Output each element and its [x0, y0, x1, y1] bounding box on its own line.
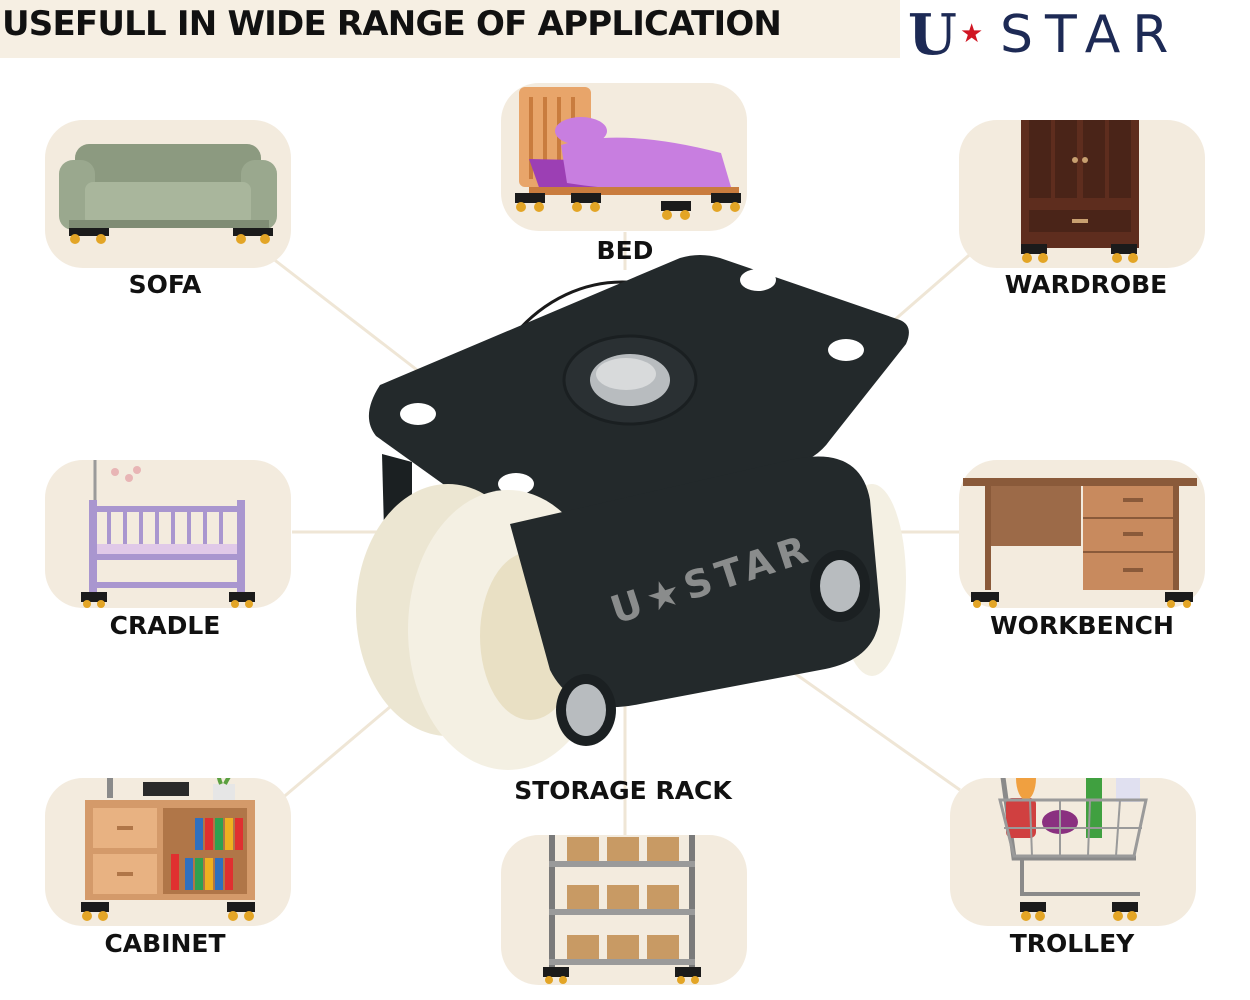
label-bed: BED — [596, 236, 654, 265]
logo-word: STAR — [1000, 5, 1181, 65]
label-storage-rack: STORAGE RACK — [514, 776, 732, 805]
application-card-trolley — [950, 778, 1196, 926]
application-card-cradle — [45, 460, 291, 608]
workbench-icon — [963, 478, 1197, 608]
brand-logo: U ★ STAR — [908, 2, 1248, 68]
application-card-wardrobe — [959, 120, 1205, 268]
caster-product-image: U★STAR — [356, 255, 909, 770]
wardrobe-icon — [1021, 120, 1139, 263]
label-wardrobe: WARDROBE — [1004, 270, 1168, 299]
header-banner: USEFULL IN WIDE RANGE OF APPLICATION — [0, 0, 900, 58]
application-card-storage-rack — [501, 835, 747, 985]
page-title: USEFULL IN WIDE RANGE OF APPLICATION — [2, 4, 782, 44]
sofa-icon — [59, 144, 277, 244]
cradle-icon — [81, 460, 255, 608]
trolley-icon — [998, 778, 1148, 921]
logo-letter: U — [908, 2, 957, 68]
application-card-cabinet — [45, 778, 291, 926]
label-cabinet: CABINET — [104, 929, 226, 958]
cabinet-icon — [81, 778, 255, 921]
label-sofa: SOFA — [128, 270, 202, 299]
application-card-bed — [501, 83, 747, 231]
bed-icon — [515, 87, 741, 220]
logo-star-icon: ★ — [960, 19, 984, 49]
label-trolley: TROLLEY — [1009, 929, 1135, 958]
label-workbench: WORKBENCH — [990, 611, 1174, 640]
label-cradle: CRADLE — [109, 611, 221, 640]
application-card-workbench — [959, 460, 1205, 608]
storage-rack-icon — [543, 835, 701, 984]
application-card-sofa — [45, 120, 291, 268]
